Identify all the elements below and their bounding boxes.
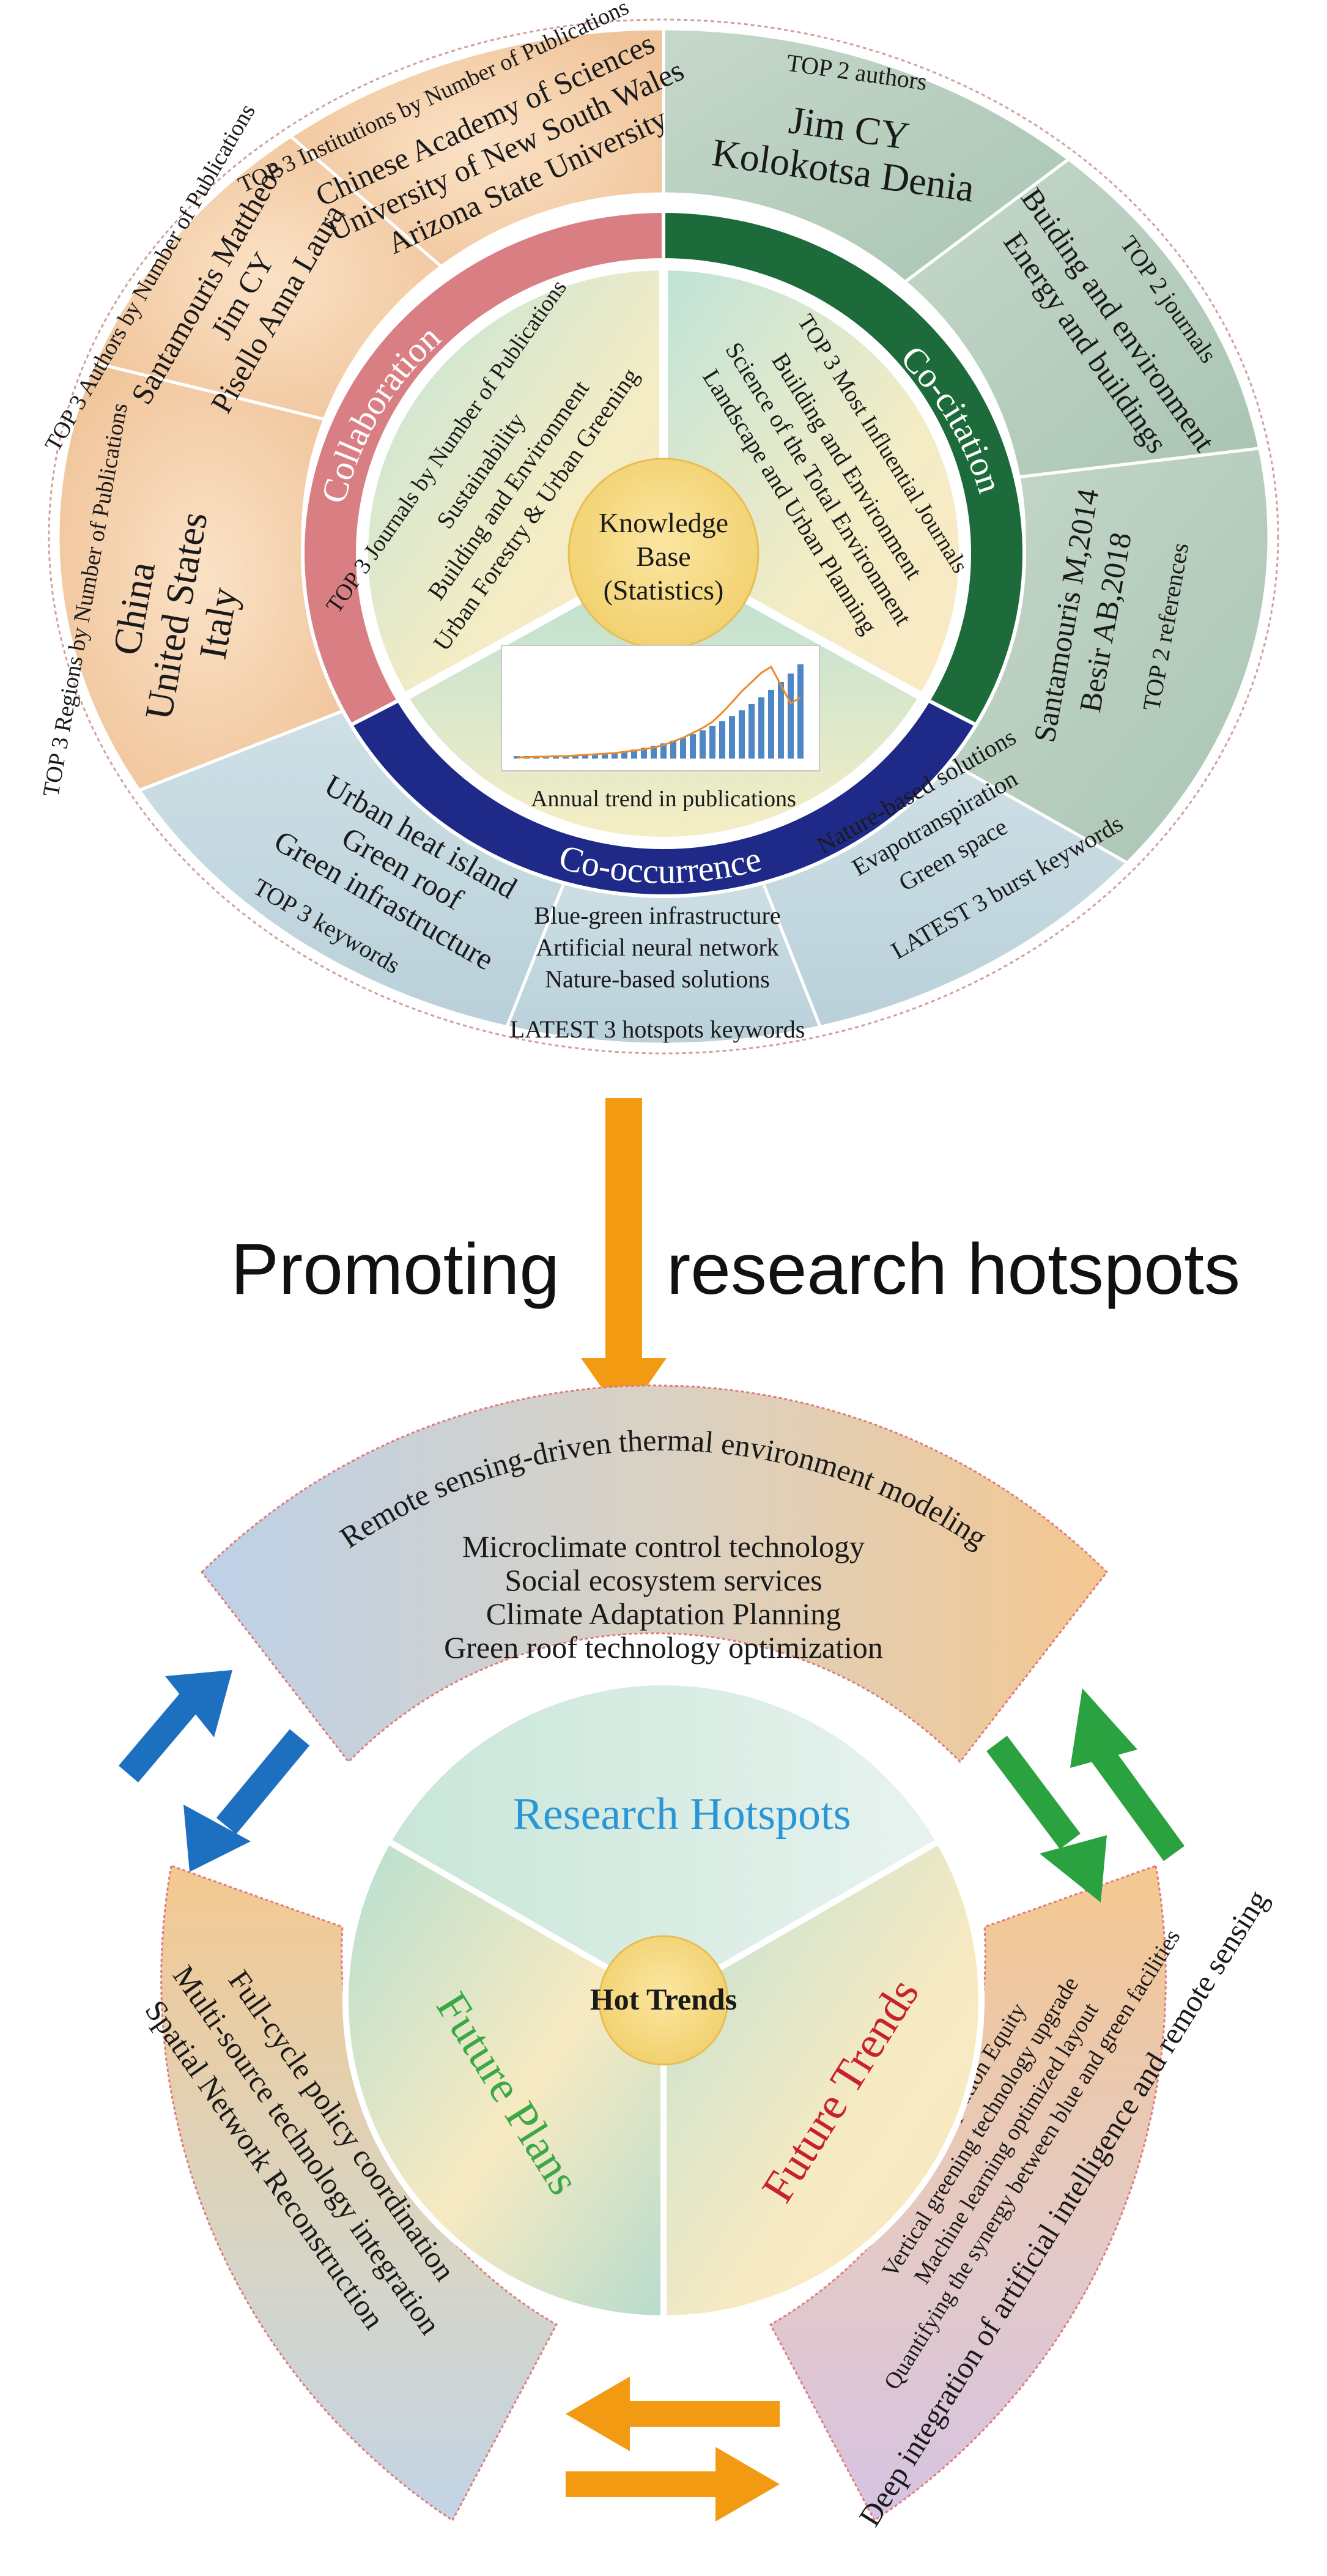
trend-bars <box>514 664 804 759</box>
trend-bar <box>680 737 686 759</box>
annual-trend-thumbnail <box>501 645 820 771</box>
orange-arrow-left-head <box>566 2377 630 2451</box>
trend-line <box>517 665 801 759</box>
hotspot-keywords-block: Blue-green infrastructure Artificial neu… <box>510 902 805 1043</box>
collaboration-ring <box>301 209 665 727</box>
research-hotspots-item-3: Social ecosystem services <box>505 1563 822 1597</box>
hot-sectors <box>342 1679 985 2322</box>
green-arrow-up-shaft <box>1090 1745 1185 1861</box>
hot-trends-center-label: Hot Trends <box>590 1982 737 2016</box>
research-hotspots-item-5: Green roof technology optimization <box>444 1630 883 1665</box>
outer-sector-top-journals <box>902 157 1262 479</box>
annual-trend-caption: Annual trend in publications <box>531 786 796 812</box>
trend-bar <box>690 734 696 759</box>
promo-left-text: Promoting <box>231 1229 560 1310</box>
research-hotspots-panel <box>201 1384 1108 1764</box>
trend-bar <box>778 681 784 759</box>
orange-arrows <box>566 2377 780 2522</box>
cooccurrence-ring <box>348 698 979 898</box>
down-arrow-shaft <box>605 1098 642 1361</box>
trend-bar <box>788 673 794 759</box>
hot-trends-wheel: Remote sensing-driven thermal environmen… <box>118 1384 1274 2532</box>
green-arrows <box>986 1688 1185 1902</box>
trend-bar <box>631 749 637 759</box>
trend-bar <box>709 726 715 759</box>
hot-sector-plans <box>342 1837 667 2322</box>
orange-arrow-right-shaft <box>566 2471 731 2497</box>
trend-bar <box>758 697 764 759</box>
outer-sector-top-authors <box>662 27 1071 284</box>
trend-bar <box>749 703 755 759</box>
blue-arrow-down-shaft <box>216 1729 310 1835</box>
trend-bar <box>719 721 725 759</box>
trend-bar <box>563 755 569 759</box>
blue-arrows <box>118 1670 310 1872</box>
research-hotspots-item-2: Microclimate control technology <box>462 1529 865 1564</box>
trend-bar <box>602 753 608 759</box>
hotspot-keywords-item-3: Nature-based solutions <box>545 965 770 993</box>
cocitation-ring <box>662 209 1026 727</box>
trend-bar <box>739 710 745 759</box>
research-hotspots-label: Research Hotspots <box>513 1789 851 1839</box>
blue-arrow-up-head <box>165 1670 232 1737</box>
hotspot-keywords-item-2: Artificial neural network <box>536 934 779 961</box>
research-hotspots-item-4: Climate Adaptation Planning <box>486 1597 841 1631</box>
trend-bar <box>572 755 578 759</box>
green-arrow-down-shaft <box>986 1735 1081 1849</box>
blue-arrow-up-shaft <box>118 1686 206 1783</box>
orange-arrow-left-shaft <box>615 2401 780 2427</box>
green-arrow-down-head <box>1040 1835 1107 1902</box>
trend-bar <box>660 743 667 759</box>
trend-bar <box>700 730 706 759</box>
hot-trends-center <box>598 1935 729 2066</box>
knowledge-base-wheel: Knowledge Base (Statistics) Annual trend… <box>38 0 1279 1055</box>
promo-right-text: research hotspots <box>667 1229 1240 1310</box>
hot-sector-trends <box>660 1837 985 2322</box>
hotspot-keywords-item-1: Blue-green infrastructure <box>534 902 780 929</box>
trend-bar <box>797 664 804 759</box>
orange-arrow-right-head <box>715 2447 780 2522</box>
trend-bar <box>553 755 559 759</box>
trend-bar <box>768 689 774 759</box>
promo-section: Promoting research hotspots <box>231 1098 1240 1419</box>
green-arrow-up-head <box>1070 1688 1137 1768</box>
trend-bar <box>621 751 627 759</box>
kb-center-line3: (Statistics) <box>604 574 724 606</box>
trend-bar <box>592 754 598 759</box>
blue-arrow-down-head <box>183 1805 251 1872</box>
trend-bar <box>582 754 588 759</box>
trend-bar <box>641 748 647 759</box>
kb-center-line2: Base <box>636 541 690 572</box>
kb-center-line1: Knowledge <box>599 507 728 538</box>
outer-sector-authors-pubs <box>92 134 444 421</box>
trend-bar <box>670 740 676 759</box>
trend-bar <box>612 752 618 759</box>
ring-sectors <box>301 209 1026 898</box>
trend-bar <box>651 746 657 759</box>
trend-bar <box>729 716 735 759</box>
hotspot-keywords-title: LATEST 3 hotspots keywords <box>510 1015 805 1043</box>
outer-sector-institutions <box>288 27 665 269</box>
